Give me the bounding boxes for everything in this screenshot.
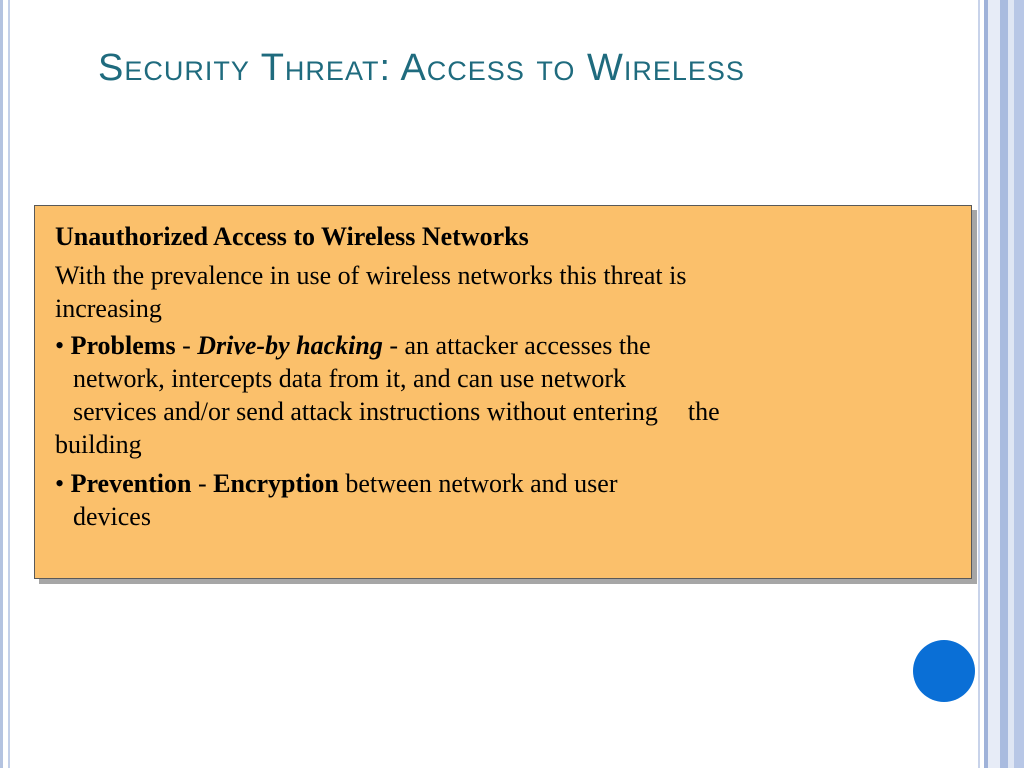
prevention-dash: - <box>191 469 214 498</box>
decorative-circle-icon <box>913 640 975 702</box>
intro-text: With the prevalence in use of wireless n… <box>55 259 951 325</box>
encryption-term: Encryption <box>213 469 339 498</box>
right-frame-stripe <box>1008 0 1014 768</box>
right-frame-stripe <box>978 0 980 768</box>
left-frame-border <box>0 0 3 768</box>
left-frame-line <box>8 0 10 768</box>
problems-label: Problems <box>70 331 176 360</box>
problems-line-4: building <box>55 430 142 459</box>
problems-line-1-rest: - an attacker accesses the <box>382 331 651 360</box>
bullet-marker: • <box>55 331 65 360</box>
intro-line-1: With the prevalence in use of wireless n… <box>55 261 687 290</box>
prevention-label: Prevention <box>70 469 192 498</box>
right-frame-stripe <box>1000 0 1008 768</box>
right-frame-stripe <box>1014 0 1024 768</box>
bullet-marker: • <box>55 469 65 498</box>
content-box: Unauthorized Access to Wireless Networks… <box>34 205 972 579</box>
problems-line-2: network, intercepts data from it, and ca… <box>73 364 627 393</box>
problems-dash: - <box>175 331 198 360</box>
problems-line-3-end: the <box>687 397 720 426</box>
box-heading: Unauthorized Access to Wireless Networks <box>55 222 529 251</box>
right-frame-stripe <box>988 0 1000 768</box>
bullet-problems: • Problems - Drive-by hacking - an attac… <box>55 329 951 461</box>
intro-line-2: increasing <box>55 294 162 323</box>
prevention-line-2: devices <box>73 502 151 531</box>
prevention-line-1-rest: between network and user <box>338 469 618 498</box>
slide-title: Security Threat: Access to Wireless <box>98 47 745 89</box>
drive-by-hacking-term: Drive-by hacking <box>197 331 383 360</box>
right-frame-stripe <box>984 0 988 768</box>
bullet-prevention: • Prevention - Encryption between networ… <box>55 467 951 533</box>
problems-line-3: services and/or send attack instructions… <box>73 397 658 426</box>
